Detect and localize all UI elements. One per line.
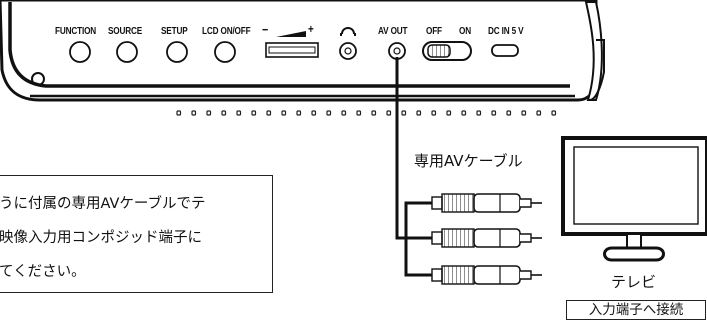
note-line-3: てください。 — [0, 264, 86, 280]
speaker-icon — [31, 72, 45, 86]
note-line-1: うに付属の専用AVケーブルでテ — [0, 196, 206, 212]
cable-branch-top — [404, 201, 432, 240]
volume-slider[interactable] — [265, 31, 319, 58]
dc-in-label: DC IN 5 V — [488, 26, 524, 37]
volume-minus-label: − — [262, 22, 269, 37]
television-icon — [561, 136, 707, 262]
source-button[interactable] — [116, 41, 138, 63]
rca-plug-white — [431, 228, 542, 248]
function-label: FUNCTION — [55, 26, 97, 37]
vent-holes — [176, 110, 557, 116]
rca-plug-yellow — [431, 193, 542, 213]
av-out-jack[interactable] — [388, 42, 406, 60]
lcd-onoff-button[interactable] — [214, 41, 236, 63]
cable-branch-bottom — [404, 238, 432, 277]
setup-label: SETUP — [161, 26, 188, 37]
power-switch[interactable] — [422, 41, 472, 61]
connect-input-label: 入力端子へ接続 — [566, 300, 706, 320]
headphone-icon — [340, 27, 356, 36]
function-button[interactable] — [69, 41, 91, 63]
source-label: SOURCE — [108, 26, 143, 37]
off-label: OFF — [426, 26, 442, 37]
dc-in-port[interactable] — [491, 44, 519, 57]
lcd-onoff-label: LCD ON/OFF — [202, 26, 251, 37]
tv-label: テレビ — [611, 273, 657, 291]
headphone-jack[interactable] — [339, 42, 357, 60]
instruction-note: うに付属の専用AVケーブルでテ 映像入力用コンポジッド端子に てください。 — [0, 175, 273, 293]
volume-plus-label: + — [308, 22, 314, 36]
rca-plug-red — [431, 265, 542, 285]
note-line-2: 映像入力用コンポジッド端子に — [0, 230, 202, 246]
av-out-label: AV OUT — [378, 26, 408, 37]
setup-button[interactable] — [166, 41, 188, 63]
on-label: ON — [459, 26, 471, 37]
hinge — [584, 1, 603, 101]
cable-label: 専用AVケーブル — [414, 152, 523, 170]
